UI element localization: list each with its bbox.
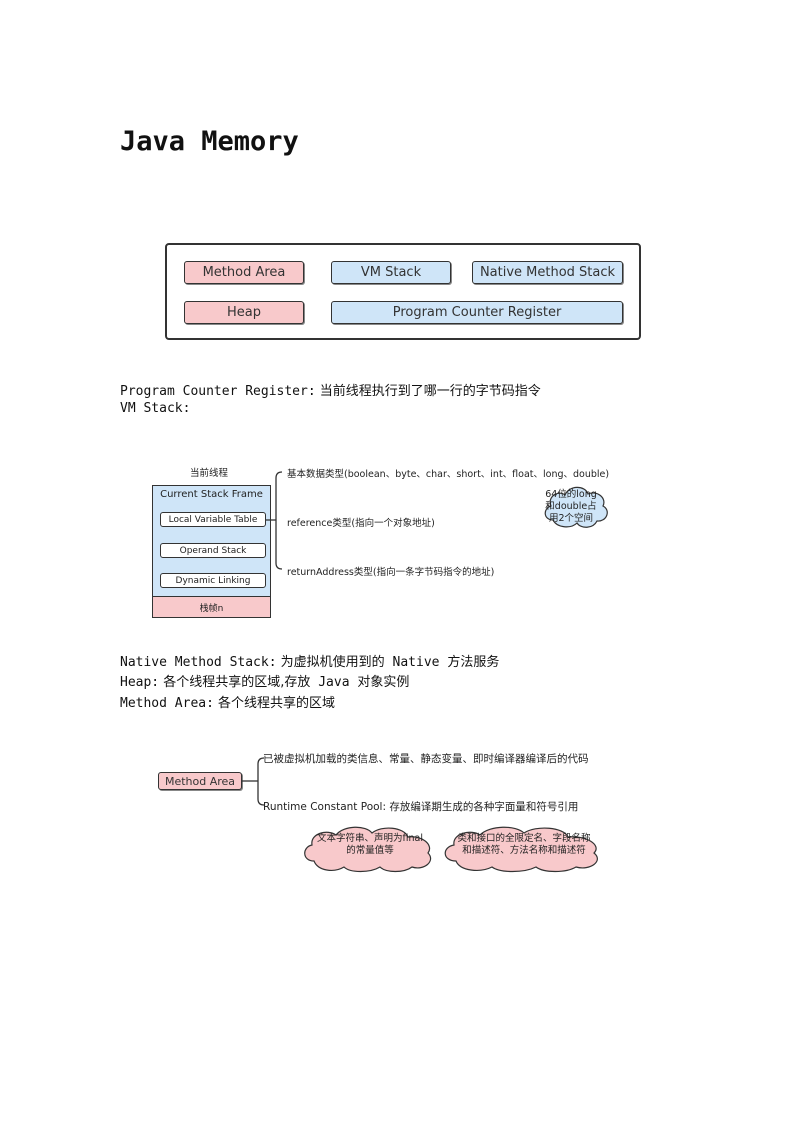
symbol-cloud [444, 826, 598, 873]
stack-frame-n: 栈帧n [152, 596, 271, 618]
heap-desc: 各个线程共享的区域,存放 [159, 675, 311, 690]
dynamic-linking: Dynamic Linking [160, 573, 266, 588]
heap-box: Heap [184, 301, 304, 324]
pc-register-box: Program Counter Register [331, 301, 623, 324]
native-mono: Native [384, 655, 448, 670]
vm-stack-line: VM Stack: [120, 401, 190, 416]
branch-return-address: returnAddress类型(指向一条字节码指令的地址) [287, 567, 495, 578]
page-title: Java Memory [120, 126, 299, 157]
literal-cloud-text: 文本字符串、声明为final 的常量值等 [300, 833, 440, 857]
method-branch-class-info: 已被虚拟机加载的类信息、常量、静态变量、即时编译器编译后的代码 [263, 753, 589, 765]
literal-cloud [304, 826, 432, 873]
native-method-stack-line: Native Method Stack: 为虚拟机使用到的 Native 方法服… [120, 651, 499, 670]
heap-line: Heap: 各个线程共享的区域,存放 Java 对象实例 [120, 671, 409, 690]
long-double-cloud-text: 64位的long 和double占 用2个空间 [541, 489, 601, 525]
literal-cloud-line-2: 的常量值等 [346, 845, 394, 856]
literal-cloud-line-1: 文本字符串、声明为final [317, 833, 423, 844]
symbol-cloud-text: 类和接口的全限定名、字段名称 和描述符、方法名称和描述符 [440, 833, 608, 857]
pc-register-desc: 当前线程执行到了哪一行的字节码指令 [315, 384, 541, 399]
pc-register-line: Program Counter Register: 当前线程执行到了哪一行的字节… [120, 380, 541, 399]
current-stack-frame-title: Current Stack Frame [160, 489, 263, 500]
native-method-stack-box: Native Method Stack [472, 261, 623, 284]
heap-desc-2: 对象实例 [357, 675, 410, 690]
cloud-line-1: 64位的long [545, 489, 597, 500]
method-desc: 各个线程共享的区域 [213, 696, 336, 711]
heap-mono: Java [310, 675, 358, 690]
current-thread-label: 当前线程 [190, 468, 229, 479]
memory-overview-diagram [165, 243, 641, 340]
method-key: Method Area: [120, 696, 214, 711]
method-branch-runtime-pool: Runtime Constant Pool: 存放编译期生成的各种字面量和符号引… [263, 801, 579, 813]
method-area-node: Method Area [158, 772, 242, 790]
vm-stack-key: VM Stack: [120, 401, 191, 416]
long-double-cloud [544, 486, 608, 528]
cloud-line-2: 和double占 [545, 501, 597, 512]
method-area-box: Method Area [184, 261, 304, 284]
branch-reference-type: reference类型(指向一个对象地址) [287, 518, 435, 529]
method-area-line: Method Area: 各个线程共享的区域 [120, 692, 335, 711]
heap-key: Heap: [120, 675, 160, 690]
vm-stack-box: VM Stack [331, 261, 451, 284]
method-bracket-lines [242, 757, 265, 806]
native-desc-2: 方法服务 [447, 655, 500, 670]
branch-primitive-types: 基本数据类型(boolean、byte、char、short、int、float… [287, 469, 610, 480]
operand-stack: Operand Stack [160, 543, 266, 558]
native-key: Native Method Stack: [120, 655, 277, 670]
symbol-cloud-line-1: 类和接口的全限定名、字段名称 [457, 833, 591, 844]
cloud-line-3: 用2个空间 [548, 513, 594, 524]
symbol-cloud-line-2: 和描述符、方法名称和描述符 [462, 845, 586, 856]
pc-register-key: Program Counter Register: [120, 384, 316, 399]
native-desc: 为虚拟机使用到的 [276, 655, 385, 670]
stack-bracket-lines [266, 471, 283, 570]
local-variable-table: Local Variable Table [160, 512, 266, 527]
